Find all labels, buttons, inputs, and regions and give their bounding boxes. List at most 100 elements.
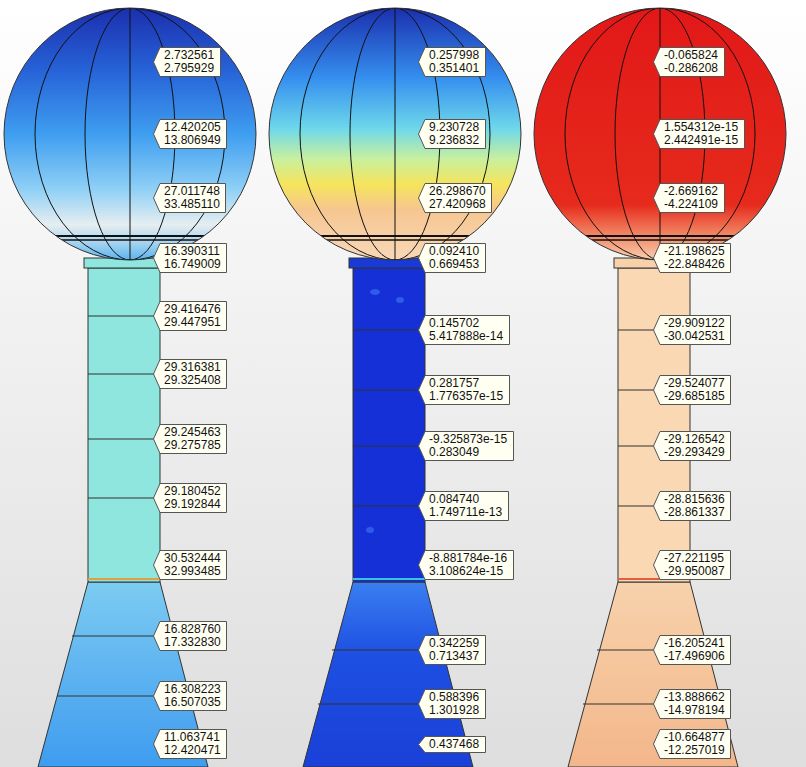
stress-value: -29.524077: [664, 377, 727, 390]
stress-value: 11.063741: [164, 731, 223, 744]
tower-right: [530, 8, 790, 767]
stress-value: 1.554312e-15: [664, 121, 741, 134]
result-callout: -10.664877-12.257019: [653, 729, 731, 759]
result-callout: -8.881784e-163.108624e-15: [418, 550, 514, 580]
stress-value: 1.749711e-13: [429, 506, 505, 519]
stress-value: 0.713437: [429, 650, 482, 663]
stress-value: -9.325873e-15: [429, 433, 510, 446]
stress-value: 29.416476: [164, 303, 223, 316]
stress-value: -29.126542: [664, 433, 727, 446]
stress-value: 3.108624e-15: [429, 565, 510, 578]
result-callout: -13.888662-14.978194: [653, 689, 731, 719]
result-callout: 0.5883961.301928: [418, 689, 486, 719]
stress-value: 16.507035: [164, 696, 223, 709]
stress-value: -17.496906: [664, 650, 727, 663]
stress-value: -28.815636: [664, 493, 727, 506]
stress-value: 2.795929: [164, 62, 217, 75]
result-callout: 0.1457025.417888e-14: [418, 315, 510, 345]
result-callout: -2.669162-4.224109: [653, 183, 725, 213]
result-callout: -16.205241-17.496906: [653, 635, 731, 665]
stress-value: -0.286208: [664, 62, 721, 75]
stress-value: 0.342259: [429, 637, 482, 650]
result-callout: 1.554312e-152.442491e-15: [653, 119, 745, 149]
result-callout: -29.909122-30.042531: [653, 315, 731, 345]
result-callout: 29.41647629.447951: [153, 301, 227, 331]
stress-value: -16.205241: [664, 637, 727, 650]
result-callout: -0.065824-0.286208: [653, 47, 725, 77]
stress-value: 9.236832: [429, 134, 482, 147]
stress-value: 0.092410: [429, 245, 482, 258]
stress-value: -14.978194: [664, 704, 727, 717]
result-callout: 26.29867027.420968: [418, 183, 492, 213]
stress-value: 1.776357e-15: [429, 390, 506, 403]
result-callout: 16.39031116.749009: [153, 243, 227, 273]
stress-value: 0.669453: [429, 258, 482, 271]
stress-value: 29.316381: [164, 361, 223, 374]
stress-value: 16.390311: [164, 245, 223, 258]
stress-value: -13.888662: [664, 691, 727, 704]
result-callout: 0.2579980.351401: [418, 47, 486, 77]
result-callout: 0.2817571.776357e-15: [418, 375, 510, 405]
stress-value: 16.828760: [164, 623, 223, 636]
stress-value: 33.485110: [164, 198, 222, 211]
stress-value: 26.298670: [429, 185, 488, 198]
stress-value: 12.420205: [164, 121, 223, 134]
stress-value: 9.230728: [429, 121, 482, 134]
stress-value: 2.732561: [164, 49, 217, 62]
result-callout: 0.3422590.713437: [418, 635, 486, 665]
result-callout: 2.7325612.795929: [153, 47, 221, 77]
stress-value: -29.950087: [664, 565, 727, 578]
stress-value: -22.848426: [664, 258, 727, 271]
stress-value: 30.532444: [164, 552, 223, 565]
stress-value: 0.283049: [429, 446, 510, 459]
stress-value: 27.420968: [429, 198, 488, 211]
result-callout: 16.82876017.332830: [153, 621, 227, 651]
stress-value: 29.275785: [164, 439, 223, 452]
stress-value: -2.669162: [664, 185, 721, 198]
result-callout: 12.42020513.806949: [153, 119, 227, 149]
stress-value: -27.221195: [664, 552, 727, 565]
result-callout: 0.0924100.669453: [418, 243, 486, 273]
result-callout: -28.815636-28.861337: [653, 491, 731, 521]
stress-value: 2.442491e-15: [664, 134, 741, 147]
stress-value: 0.084740: [429, 493, 505, 506]
stress-value: 0.257998: [429, 49, 482, 62]
result-callout: 29.18045229.192844: [153, 483, 227, 513]
stress-value: 0.437468: [429, 738, 482, 751]
stress-value: 0.281757: [429, 377, 506, 390]
tower-left: [0, 8, 260, 767]
stress-value: -29.293429: [664, 446, 727, 459]
stress-value: -12.257019: [664, 744, 727, 757]
stress-value: 32.993485: [164, 565, 223, 578]
result-callout: -27.221195-29.950087: [653, 550, 731, 580]
stress-value: 0.145702: [429, 317, 506, 330]
stress-value: 29.192844: [164, 498, 223, 511]
stress-value: 29.245463: [164, 426, 223, 439]
result-callout: 0.437468: [418, 736, 486, 753]
stress-value: 12.420471: [164, 744, 223, 757]
stress-value: 29.325408: [164, 374, 223, 387]
result-callout: -29.126542-29.293429: [653, 431, 731, 461]
result-callout: 27.01174833.485110: [153, 183, 226, 213]
result-callout: -29.524077-29.685185: [653, 375, 731, 405]
result-callout: 29.31638129.325408: [153, 359, 227, 389]
stress-value: -8.881784e-16: [429, 552, 510, 565]
result-callout: -21.198625-22.848426: [653, 243, 731, 273]
result-callout: -9.325873e-150.283049: [418, 431, 514, 461]
stress-value: -21.198625: [664, 245, 727, 258]
stress-value: -4.224109: [664, 198, 721, 211]
result-callout: 11.06374112.420471: [153, 729, 227, 759]
result-callout: 16.30822316.507035: [153, 681, 227, 711]
stress-value: -29.685185: [664, 390, 727, 403]
stress-value: 29.180452: [164, 485, 223, 498]
stress-value: 16.749009: [164, 258, 223, 271]
stress-value: -10.664877: [664, 731, 727, 744]
tower-middle: [265, 8, 525, 767]
stress-value: -0.065824: [664, 49, 721, 62]
stress-value: 5.417888e-14: [429, 330, 506, 343]
stress-value: -30.042531: [664, 330, 727, 343]
stress-value: 29.447951: [164, 316, 223, 329]
stress-value: 1.301928: [429, 704, 482, 717]
result-callout: 9.2307289.236832: [418, 119, 486, 149]
stress-value: 0.588396: [429, 691, 482, 704]
